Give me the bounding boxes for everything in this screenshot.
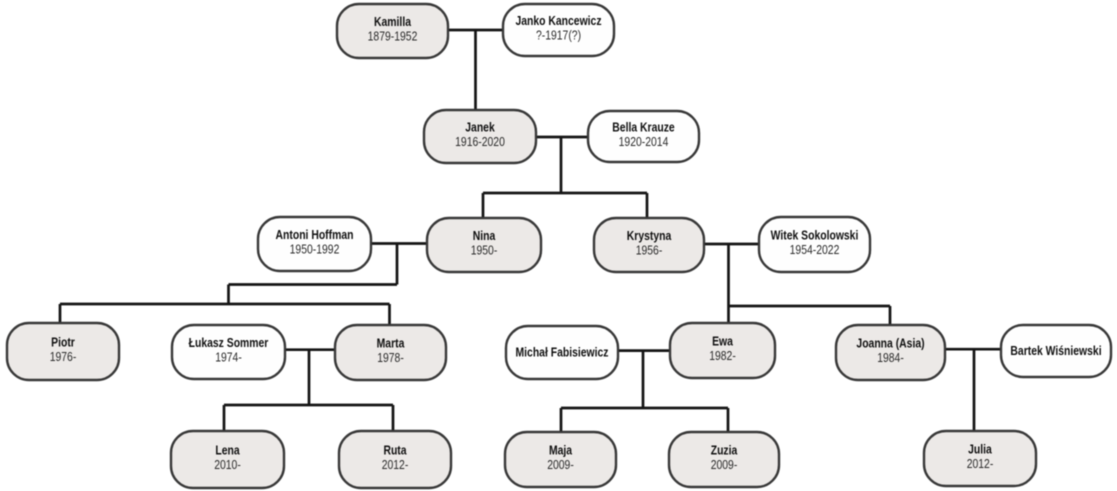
- svg-text:Julia: Julia: [968, 442, 992, 456]
- svg-text:1950-: 1950-: [471, 243, 498, 257]
- svg-text:Ewa: Ewa: [712, 334, 733, 348]
- svg-text:2009-: 2009-: [711, 458, 738, 472]
- svg-text:Ruta: Ruta: [383, 443, 407, 457]
- svg-text:1916-2020: 1916-2020: [455, 135, 505, 149]
- svg-text:2009-: 2009-: [547, 458, 574, 472]
- svg-text:Bartek Wiśniewski: Bartek Wiśniewski: [1010, 344, 1101, 358]
- svg-text:1984-: 1984-: [877, 351, 904, 365]
- svg-text:1954-2022: 1954-2022: [790, 243, 840, 257]
- svg-text:?-1917(?): ?-1917(?): [536, 28, 581, 42]
- svg-text:1978-: 1978-: [377, 351, 404, 365]
- svg-text:Krystyna: Krystyna: [627, 229, 672, 243]
- svg-text:Janek: Janek: [465, 120, 495, 134]
- svg-text:1982-: 1982-: [709, 349, 736, 363]
- svg-text:1950-1992: 1950-1992: [290, 242, 340, 256]
- svg-text:Antoni Hoffman: Antoni Hoffman: [276, 228, 354, 242]
- svg-text:1974-: 1974-: [215, 350, 242, 364]
- svg-text:Witek Sokolowski: Witek Sokolowski: [771, 228, 859, 242]
- svg-text:1956-: 1956-: [636, 243, 663, 257]
- svg-text:2010-: 2010-: [214, 458, 241, 472]
- svg-text:2012-: 2012-: [382, 458, 409, 472]
- svg-text:Łukasz Sommer: Łukasz Sommer: [189, 336, 269, 350]
- svg-text:Lena: Lena: [215, 443, 240, 457]
- svg-text:Zuzia: Zuzia: [711, 443, 738, 457]
- svg-text:Piotr: Piotr: [51, 335, 75, 349]
- svg-text:Marta: Marta: [377, 336, 405, 350]
- svg-text:1976-: 1976-: [50, 350, 77, 364]
- svg-text:Joanna (Asia): Joanna (Asia): [856, 336, 924, 350]
- svg-text:Janko Kancewicz: Janko Kancewicz: [515, 14, 601, 28]
- svg-text:2012-: 2012-: [967, 457, 994, 471]
- svg-text:1920-2014: 1920-2014: [619, 135, 669, 149]
- svg-text:Michał Fabisiewicz: Michał Fabisiewicz: [515, 345, 608, 359]
- svg-text:Kamilla: Kamilla: [374, 15, 411, 29]
- svg-text:1879-1952: 1879-1952: [368, 29, 418, 43]
- svg-text:Bella Krauze: Bella Krauze: [612, 120, 675, 134]
- svg-text:Maja: Maja: [549, 443, 573, 457]
- svg-text:Nina: Nina: [473, 229, 496, 243]
